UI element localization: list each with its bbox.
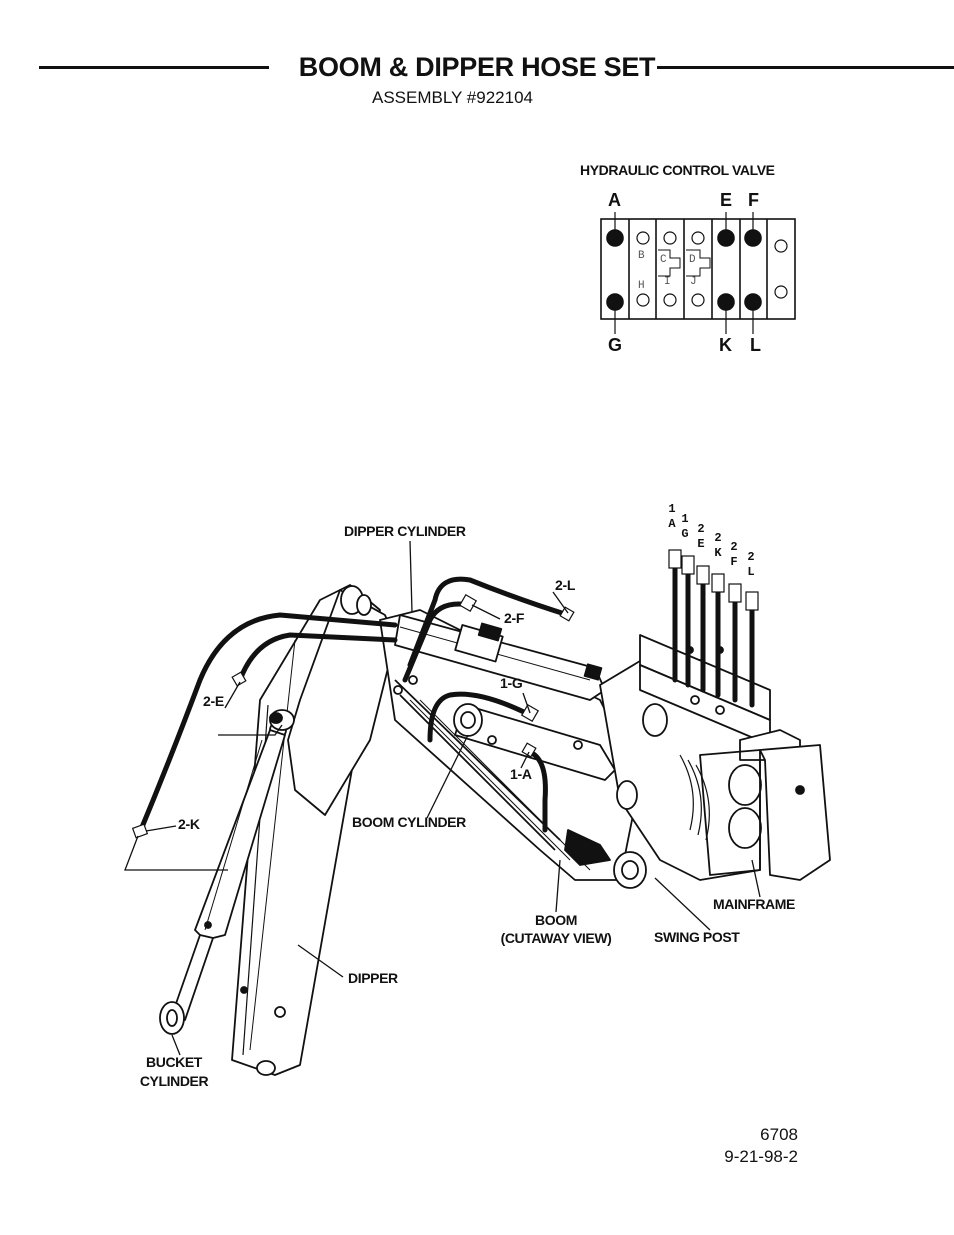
port-label-g: G [608, 335, 623, 355]
label-boom: BOOM(CUTAWAY VIEW) [500, 912, 612, 946]
label-dipper: DIPPER [348, 970, 398, 986]
label-swing-post: SWING POST [654, 929, 740, 945]
spool-label-h: H [638, 280, 645, 292]
title-rule-left [39, 66, 269, 69]
drawing-number: 6708 [760, 1125, 798, 1144]
callout-2e: 2-E [203, 693, 224, 709]
hose-lines [137, 565, 755, 835]
callout-2l: 2-L [555, 577, 576, 593]
port-label-f: F [748, 190, 759, 210]
spool-label-i: I [664, 276, 671, 288]
callout-2k: 2-K [178, 816, 200, 832]
date-code: 9-21-98-2 [724, 1147, 798, 1166]
dipper-plate [269, 585, 396, 816]
port-label-a: A [608, 190, 621, 210]
label-mainframe: MAINFRAME [713, 896, 795, 912]
hose-fittings [131, 549, 759, 839]
spool-label-b: B [638, 250, 645, 262]
page-title: BOOM & DIPPER HOSE SET [296, 52, 658, 82]
port-label-l: L [750, 335, 761, 355]
title-rule-right [648, 66, 954, 69]
spool-label-j: J [690, 276, 697, 288]
spool-label-d: D [689, 254, 696, 266]
callout-1g: 1-G [500, 675, 523, 691]
valve-body [600, 218, 796, 320]
bucket-cylinder [159, 729, 286, 1035]
control-valve-diagram [600, 212, 796, 334]
leader-lines [124, 540, 761, 1056]
label-boom-cylinder: BOOM CYLINDER [352, 814, 466, 830]
assembly-number: ASSEMBLY #922104 [372, 88, 533, 107]
label-dipper-cylinder: DIPPER CYLINDER [344, 523, 466, 539]
callout-2f: 2-F [504, 610, 525, 626]
swing-post-mainframe [599, 634, 831, 881]
dipper-cylinder [394, 614, 606, 701]
spool-label-c: C [660, 254, 667, 266]
port-label-e: E [720, 190, 733, 210]
callout-1a: 1-A [510, 766, 532, 782]
port-label-k: K [719, 335, 732, 355]
valve-title: HYDRAULIC CONTROL VALVE [580, 162, 775, 178]
